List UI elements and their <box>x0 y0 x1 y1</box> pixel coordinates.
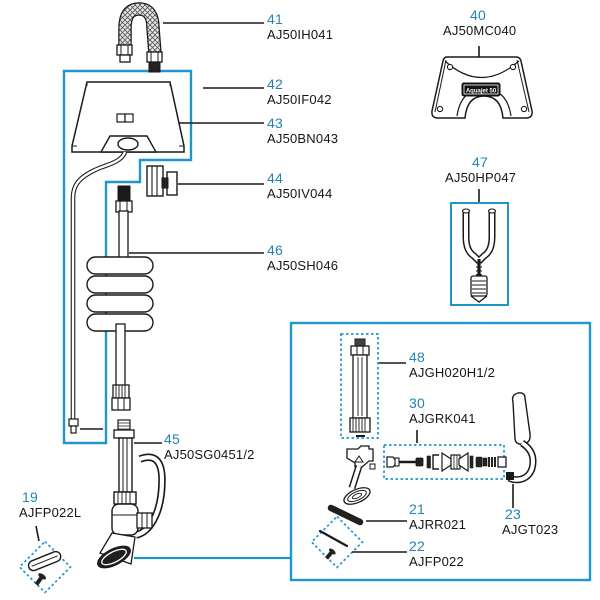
check-valve-drawing <box>146 165 178 197</box>
callout-43: 43 AJ50BN043 <box>267 115 339 146</box>
callout-19-code: AJFP022L <box>19 504 82 520</box>
callout-42-number: 42 <box>267 76 283 92</box>
callout-45-number: 45 <box>164 431 180 447</box>
callout-40-code: AJ50MC040 <box>443 22 517 38</box>
cover-drawing <box>68 81 185 434</box>
inlet-hose-drawing <box>116 2 163 73</box>
facepiece-dotted-box <box>310 515 364 569</box>
callout-30: 30 AJGRK041 <box>409 395 476 426</box>
callout-44: 44 AJ50IV044 <box>267 170 333 201</box>
callout-21: 21 AJRR021 <box>409 501 467 532</box>
callout-19: 19 AJFP022L <box>19 489 82 520</box>
callout-47-code: AJ50HP047 <box>445 169 517 185</box>
callout-41-code: AJ50IH041 <box>267 26 334 42</box>
callout-40-number: 40 <box>470 7 486 23</box>
callout-48-number: 48 <box>409 349 425 365</box>
callout-45: 45 AJ50SG0451/2 <box>164 431 255 462</box>
bracket-group-box <box>62 69 193 445</box>
button-43b <box>124 113 134 123</box>
callout-21-code: AJRR021 <box>409 516 467 532</box>
callout-41: 41 AJ50IH041 <box>267 11 334 42</box>
mounting-cover-drawing: Aquajet 50 <box>431 56 533 119</box>
callout-30-code: AJGRK041 <box>409 410 476 426</box>
face-piece-drawing <box>318 529 349 560</box>
callout-40: 40 AJ50MC040 <box>443 7 517 38</box>
callout-22: 22 AJFP022 <box>409 538 464 569</box>
callout-44-code: AJ50IV044 <box>267 185 333 201</box>
callout-23-number: 23 <box>505 506 521 522</box>
callout-45-code: AJ50SG0451/2 <box>164 446 255 462</box>
callout-23: 23 AJGT023 <box>502 506 559 537</box>
callout-47-number: 47 <box>472 154 488 170</box>
callout-22-number: 22 <box>409 538 425 554</box>
callout-46: 46 AJ50SH046 <box>267 242 339 273</box>
hook-drawing <box>461 208 497 303</box>
callout-48-code: AJGH020H1/2 <box>409 364 496 380</box>
callout-48: 48 AJGH020H1/2 <box>409 349 496 380</box>
facepiece-l-dotted-box <box>18 540 72 594</box>
callout-42-code: AJ50IF042 <box>267 91 332 107</box>
spray-valve-drawing <box>343 445 376 505</box>
grip-handle-drawing <box>349 338 371 437</box>
spray-valve-group-box <box>289 321 592 582</box>
grip-dotted-box <box>340 333 379 439</box>
callout-30-number: 30 <box>409 395 425 411</box>
callout-21-number: 21 <box>409 501 425 517</box>
callout-42: 42 AJ50IF042 <box>267 76 332 107</box>
leader-lines <box>35 22 514 553</box>
callout-46-number: 46 <box>267 242 283 258</box>
callout-44-number: 44 <box>267 170 283 186</box>
callout-47: 47 AJ50HP047 <box>445 154 517 185</box>
callout-43-code: AJ50BN043 <box>267 130 339 146</box>
callout-22-code: AJFP022 <box>409 553 464 569</box>
hook-group-box <box>450 202 509 306</box>
callout-46-code: AJ50SH046 <box>267 257 339 273</box>
button-43 <box>116 113 126 123</box>
aquajet-badge-label: Aquajet 50 <box>466 89 497 95</box>
callout-43-number: 43 <box>267 115 283 131</box>
callout-41-number: 41 <box>267 11 283 27</box>
spray-gun-drawing <box>97 419 166 569</box>
face-piece-l-drawing <box>27 550 62 586</box>
callout-23-code: AJGT023 <box>502 521 559 537</box>
spring-hose-drawing <box>86 185 154 411</box>
repair-kit-drawing <box>386 451 507 473</box>
rubber-ring-drawing <box>327 504 364 526</box>
aquajet-badge <box>461 82 501 97</box>
trigger-lever-drawing <box>506 392 537 484</box>
callout-19-number: 19 <box>22 489 38 505</box>
